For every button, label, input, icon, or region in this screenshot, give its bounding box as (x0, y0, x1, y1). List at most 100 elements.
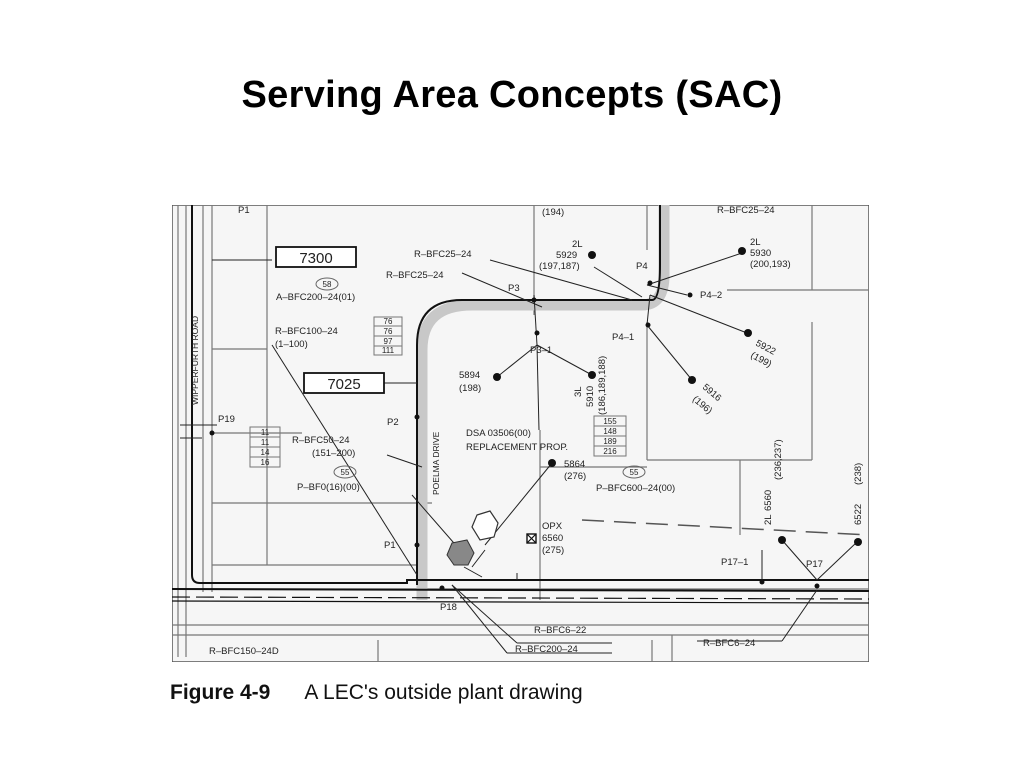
pedestal-octagon (471, 510, 499, 541)
label-p17: P17 (806, 559, 823, 570)
label-6560: 6560 (763, 490, 774, 511)
lot-marker-5916 (688, 376, 696, 384)
label-p19: P19 (218, 414, 235, 425)
outside-plant-drawing: 7300 7025 58 55 55 76 76 97 111 11 11 14… (172, 205, 869, 662)
property-line (581, 519, 869, 536)
pair-table-r-bfc100 (373, 316, 403, 356)
label-5864-pairs: (276) (564, 471, 586, 482)
circle-58 (315, 277, 339, 291)
label-5894: 5894 (459, 370, 480, 381)
label-r-bfc6-24: R–BFC6–24 (703, 638, 755, 649)
label-p17-1: P17–1 (721, 557, 748, 568)
label-r-bfc100: R–BFC100–24 (275, 326, 338, 337)
pedestal-shaded (446, 539, 475, 566)
pair-11b: 11 (261, 438, 270, 447)
road-wipperfurth-label: WIPPERFURTH ROAD (190, 316, 200, 405)
circle-55a (333, 465, 357, 479)
junction-p1 (414, 542, 420, 548)
junction-p2 (414, 414, 420, 420)
junction-p3 (531, 297, 537, 303)
label-5910-pairs: (186,189,188) (597, 356, 608, 415)
pair-76a: 76 (384, 317, 393, 326)
label-r-bfc200: R–BFC200–24 (515, 644, 578, 655)
circle-55b (622, 465, 646, 479)
label-r-bfc25-c: R–BFC25–24 (717, 205, 775, 216)
label-5930-type: 2L (750, 237, 761, 248)
label-5930: 5930 (750, 248, 771, 259)
lot-marker-5922 (744, 329, 752, 337)
label-p1-top: P1 (238, 205, 250, 216)
label-p2: P2 (387, 417, 399, 428)
circle-58-label: 58 (323, 280, 332, 289)
pair-16: 16 (261, 458, 270, 467)
junction-p3-1 (534, 330, 540, 336)
lot-marker-5910 (588, 371, 596, 379)
drop-lines (180, 252, 858, 654)
label-r-bfc25-a: R–BFC25–24 (414, 249, 472, 260)
label-r-bfc25-b: R–BFC25–24 (386, 270, 444, 281)
label-opx: OPX (542, 521, 563, 532)
junction-p4-1 (645, 322, 651, 328)
lot-marker-5894 (493, 373, 501, 381)
junction-p4-2 (687, 292, 693, 298)
junction-p17-1 (759, 579, 765, 585)
street-lines (172, 205, 869, 662)
lot-marker-5929 (588, 251, 596, 259)
junction-points (209, 280, 820, 591)
label-p18: P18 (440, 602, 457, 613)
area-7025-label: 7025 (327, 376, 360, 393)
label-opx-6560: 6560 (542, 533, 563, 544)
area-box-7300 (275, 246, 357, 268)
lot-markers (493, 247, 862, 546)
label-replacement: REPLACEMENT PROP. (466, 442, 568, 453)
lot-marker-5930 (738, 247, 746, 255)
label-r-bfc6-22: R–BFC6–22 (534, 625, 586, 636)
pair-148: 148 (603, 427, 617, 436)
area-7300-label: 7300 (299, 250, 332, 267)
caption-number: Figure 4-9 (170, 681, 271, 704)
label-6560-pairs: (236,237) (773, 439, 784, 480)
opx-symbol-cross-b (526, 533, 537, 544)
label-5864: 5864 (564, 459, 585, 470)
label-r-bfc50: R–BFC50–24 (292, 435, 350, 446)
label-range-151-200: (151–200) (312, 448, 355, 459)
circle-55a-label: 55 (341, 468, 350, 477)
pair-216: 216 (603, 447, 617, 456)
junction-p19 (209, 430, 215, 436)
label-p3-1: P3–1 (530, 345, 552, 356)
lot-marker-6560 (778, 536, 786, 544)
label-p1: P1 (384, 540, 396, 551)
junction-p17 (814, 583, 820, 589)
slide-title: Serving Area Concepts (SAC) (241, 74, 783, 116)
label-p3: P3 (508, 283, 520, 294)
figure-caption: Figure 4-9 A LEC's outside plant drawing (170, 681, 583, 705)
label-6522-pairs: (238) (853, 463, 864, 485)
pair-11a: 11 (261, 428, 270, 437)
label-p-bf0: P–BF0(16)(00) (297, 482, 360, 493)
label-5910-type: 3L (573, 386, 584, 397)
road-poelma-label: POELMA DRIVE (431, 431, 441, 495)
pair-189: 189 (603, 437, 617, 446)
label-6560-type: 2L (763, 514, 774, 525)
label-r-bfc150: R–BFC150–24D (209, 646, 279, 657)
pair-table-r-bfc50 (249, 426, 281, 468)
pair-97: 97 (384, 337, 393, 346)
pair-table-dsa (593, 415, 627, 457)
label-5894-pairs: (198) (459, 383, 481, 394)
junction-p18 (439, 585, 445, 591)
pair-111: 111 (382, 346, 395, 355)
label-top-194: (194) (542, 207, 564, 218)
caption-text: A LEC's outside plant drawing (304, 681, 583, 704)
label-dsa: DSA 03506(00) (466, 428, 531, 439)
label-5929-pairs: (197,187) (539, 261, 580, 272)
pair-155: 155 (603, 417, 617, 426)
area-box-7025 (303, 372, 385, 394)
cable-routes (172, 205, 869, 604)
label-p4-1: P4–1 (612, 332, 634, 343)
lot-marker-5864 (548, 459, 556, 467)
label-p-bfc600: P–BFC600–24(00) (596, 483, 675, 494)
label-5910: 5910 (585, 386, 596, 407)
junction-p4 (647, 280, 653, 286)
label-opx-pairs: (275) (542, 545, 564, 556)
label-5929: 5929 (556, 250, 577, 261)
